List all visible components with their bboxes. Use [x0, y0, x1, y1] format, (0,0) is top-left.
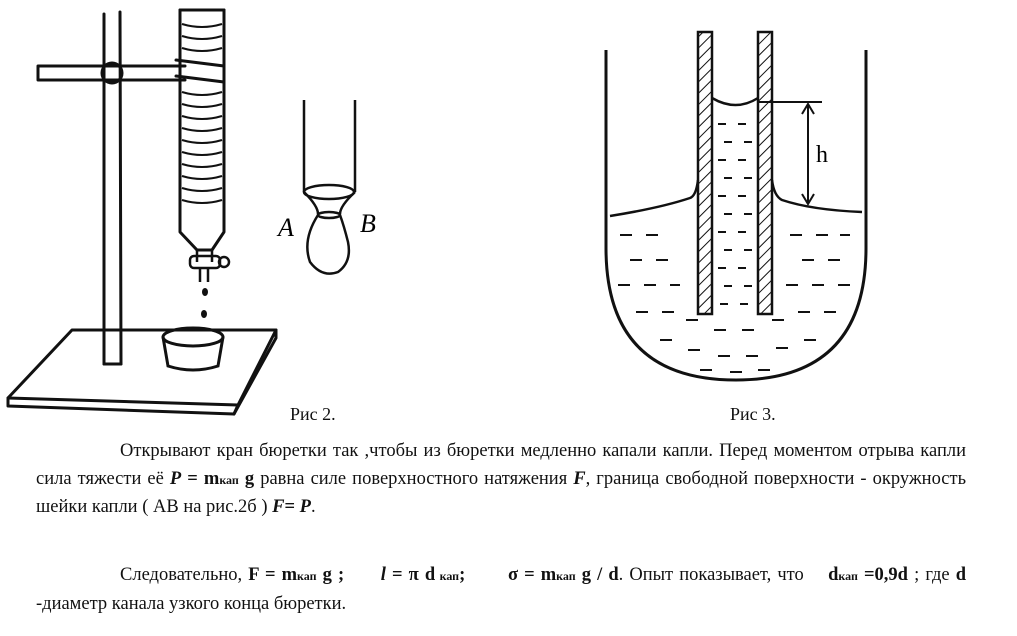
label-h: h	[816, 142, 828, 168]
inner-meniscus	[711, 96, 759, 107]
label-b: B	[360, 209, 376, 238]
label-a: A	[276, 213, 294, 242]
formula-length: l	[380, 565, 386, 585]
burette-body	[178, 8, 226, 252]
formula-diameter: d	[828, 565, 839, 585]
formula-force: F = m	[248, 565, 298, 585]
figure-2-caption: Рис 2.	[290, 404, 336, 424]
burette-scale	[181, 23, 223, 204]
figure-3-capillary-illustration: h	[604, 30, 868, 382]
stand-rod	[102, 10, 123, 366]
paragraph-1: Открывают кран бюретки так ,чтобы из бюр…	[36, 441, 967, 517]
clamp-arm	[36, 64, 187, 82]
symbol-f: F	[573, 468, 586, 489]
drop-detail	[302, 100, 357, 275]
falling-drop	[202, 288, 208, 296]
vessel	[604, 50, 868, 382]
figure-3-caption: Рис 3.	[730, 404, 776, 424]
liquid-dashes	[618, 234, 850, 373]
capillary-wall-left	[696, 30, 714, 316]
paragraph-2: Следовательно, F = mкап g ; l = π d кап;…	[36, 565, 966, 614]
symbol-p: P	[169, 468, 182, 489]
stopcock	[188, 250, 231, 282]
capillary-wall-right	[756, 30, 774, 316]
height-dimension	[758, 101, 822, 206]
stand-base	[6, 328, 278, 407]
formula-sigma: σ = m	[507, 565, 557, 585]
beaker	[161, 326, 225, 372]
figure-2-burette-illustration: A B	[6, 8, 376, 416]
outer-liquid-surface	[609, 179, 700, 218]
